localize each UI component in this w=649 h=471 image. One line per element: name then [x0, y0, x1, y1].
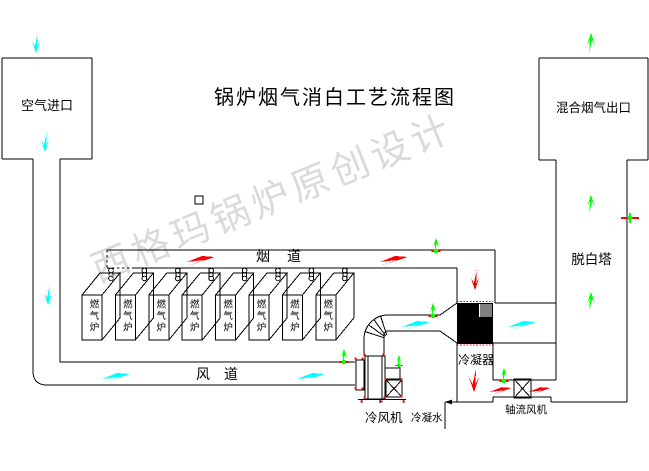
mixed-up-arrow-icon [586, 33, 596, 53]
boiler-label: 燃气炉 [287, 299, 299, 334]
tower-wall-marker [621, 213, 639, 223]
air-inlet-box [1, 57, 93, 160]
air-down-arrow-icon [40, 132, 50, 152]
mixed-gas-flow-arrows [586, 33, 596, 311]
stub-flange [275, 275, 281, 282]
reference-square [194, 195, 204, 205]
boiler-label: 燃气炉 [87, 299, 99, 334]
air-right-arrow-icon [297, 373, 325, 382]
whitening-tower-lines [551, 160, 628, 403]
boiler-unit [248, 267, 289, 341]
air-right-arrow-icon [102, 373, 130, 382]
boiler-unit [315, 267, 355, 341]
stub-flange [342, 275, 348, 282]
boiler-label: 燃气炉 [154, 299, 166, 334]
boiler-unit [181, 267, 222, 341]
boiler-label: 燃气炉 [254, 299, 266, 334]
flue-down-arrow-icon [470, 270, 480, 290]
flow-marker-icon [499, 368, 509, 384]
flue-right-arrow-icon [489, 387, 512, 395]
flue-right-arrow-icon [187, 256, 215, 265]
air-right-arrow-icon [402, 321, 430, 330]
stub-flange [175, 275, 181, 282]
stub-flange [342, 267, 348, 274]
flow-marker-icon [395, 355, 403, 368]
bolt-marks [354, 353, 405, 403]
flue-right-arrow-icon [528, 387, 551, 395]
flue-duct-label: 烟道 [256, 249, 318, 265]
air-down-arrow-icon [31, 33, 41, 53]
whitening-tower-label: 脱白塔 [571, 252, 612, 268]
diagram-title: 锅炉烟气消白工艺流程图 [214, 85, 456, 109]
stub-flange [241, 275, 248, 282]
boiler-unit [215, 267, 255, 341]
boiler-unit [81, 267, 122, 341]
condensate-drain [444, 399, 457, 429]
condenser-block [457, 300, 493, 346]
boiler-row [81, 267, 355, 341]
flow-marker-icon [431, 238, 441, 254]
stub-flange [208, 275, 214, 282]
boiler-label: 燃气炉 [187, 299, 199, 334]
flue-down-arrow-icon [468, 369, 480, 392]
boiler-unit [148, 267, 188, 341]
axial-flow-fan-label: 轴流风机 [505, 404, 547, 416]
boiler-unit [281, 267, 322, 341]
air-inlet-label: 空气进口 [20, 99, 73, 114]
flow-marker-icon [339, 349, 349, 365]
boiler-unit [114, 267, 155, 341]
condensate-water-label: 冷凝水 [411, 412, 443, 424]
fan-to-condenser-duct [363, 302, 458, 356]
air-right-arrow-icon [508, 321, 536, 330]
boiler-label: 燃气炉 [321, 299, 333, 334]
stub-flange [275, 267, 281, 274]
stub-flange [141, 275, 148, 282]
stub-flange [241, 267, 248, 274]
boiler-label: 燃气炉 [221, 299, 233, 334]
stub-flange [308, 275, 315, 282]
flue-right-arrow-icon [380, 256, 408, 265]
flue-duct-lines [106, 249, 556, 304]
axial-fan-symbol [513, 378, 532, 399]
air-duct-lines [32, 159, 355, 386]
lower-ducting [456, 342, 556, 403]
air-duct-label: 风道 [196, 367, 252, 383]
stub-flange [108, 267, 114, 274]
mixed-gas-outlet-box [538, 57, 649, 161]
cold-air-fan-label: 冷风机 [365, 410, 403, 425]
stub-flange [175, 267, 181, 274]
mixed-gas-outlet-label: 混合烟气出口 [555, 100, 631, 115]
stub-flange [308, 267, 315, 274]
stub-flange [108, 275, 114, 282]
flow-marker-icon [428, 303, 438, 319]
air-down-arrow-icon [43, 285, 53, 305]
stub-flange [141, 267, 148, 274]
mixed-up-arrow-icon [586, 292, 596, 311]
condenser-label: 冷凝器 [458, 353, 495, 367]
boiler-label: 燃气炉 [120, 299, 132, 334]
cold-air-fan-assembly [354, 353, 406, 403]
mixed-up-arrow-icon [586, 195, 596, 213]
stub-flange [208, 267, 214, 274]
